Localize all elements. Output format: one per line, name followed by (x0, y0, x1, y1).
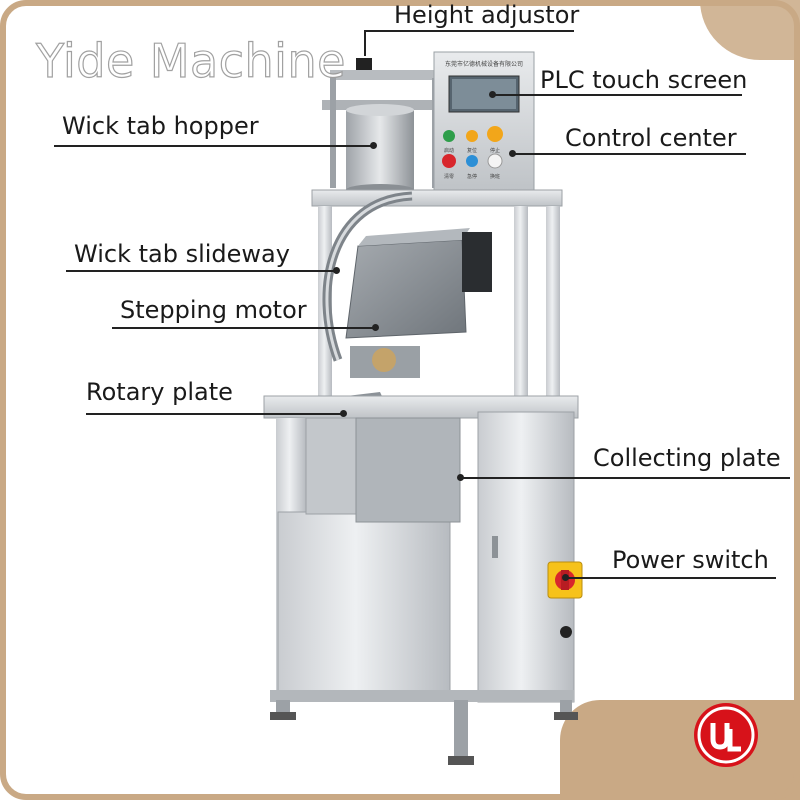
stepping-motor (345, 228, 492, 339)
callout-line (112, 327, 376, 329)
panel-button-label: 复位 (467, 147, 477, 154)
panel-button-label: 清零 (444, 173, 454, 180)
callout-line (86, 413, 344, 415)
label-control-center: Control center (565, 124, 737, 152)
label-rotary-plate: Rotary plate (86, 378, 233, 406)
label-power-switch: Power switch (612, 546, 769, 574)
callout-line (512, 153, 746, 155)
callout-line (460, 477, 790, 479)
callout-dot (340, 410, 347, 417)
brand-watermark: Yide Machine (35, 33, 346, 88)
callout-dot (489, 91, 496, 98)
ul-certification-icon (694, 703, 758, 767)
callout-dot (333, 267, 340, 274)
label-height-adjustor: Height adjustor (394, 1, 580, 29)
panel-button-labels: 启动 复位 停止 清零 急停 换班 (444, 147, 500, 180)
wick-tab-hopper (346, 104, 414, 196)
lower-cabinet (263, 395, 579, 703)
callout-dot (370, 142, 377, 149)
callout-dot (372, 324, 379, 331)
callout-dot (509, 150, 516, 157)
callout-line (54, 145, 376, 147)
control-center-box (433, 51, 535, 191)
label-stepping-motor: Stepping motor (120, 296, 307, 324)
callout-line (566, 577, 776, 579)
callout-dot (562, 574, 569, 581)
frame-corner-bottom (560, 700, 800, 800)
callout-line (364, 30, 366, 56)
machine-legs (270, 700, 578, 765)
panel-button-label: 急停 (467, 173, 477, 180)
panel-button-label: 启动 (444, 147, 454, 154)
callout-line (66, 270, 338, 272)
callout-line (492, 94, 742, 96)
label-wick-tab-hopper: Wick tab hopper (62, 112, 259, 140)
panel-button-label: 停止 (490, 147, 500, 154)
label-wick-tab-slideway: Wick tab slideway (74, 240, 290, 268)
callout-line (364, 30, 574, 32)
company-name-plate: 东莞市亿德机械设备有限公司 (445, 60, 523, 68)
label-plc-touch-screen: PLC touch screen (540, 66, 748, 94)
callout-dot (457, 474, 464, 481)
label-collecting-plate: Collecting plate (593, 444, 781, 472)
panel-button-label: 换班 (490, 173, 500, 180)
